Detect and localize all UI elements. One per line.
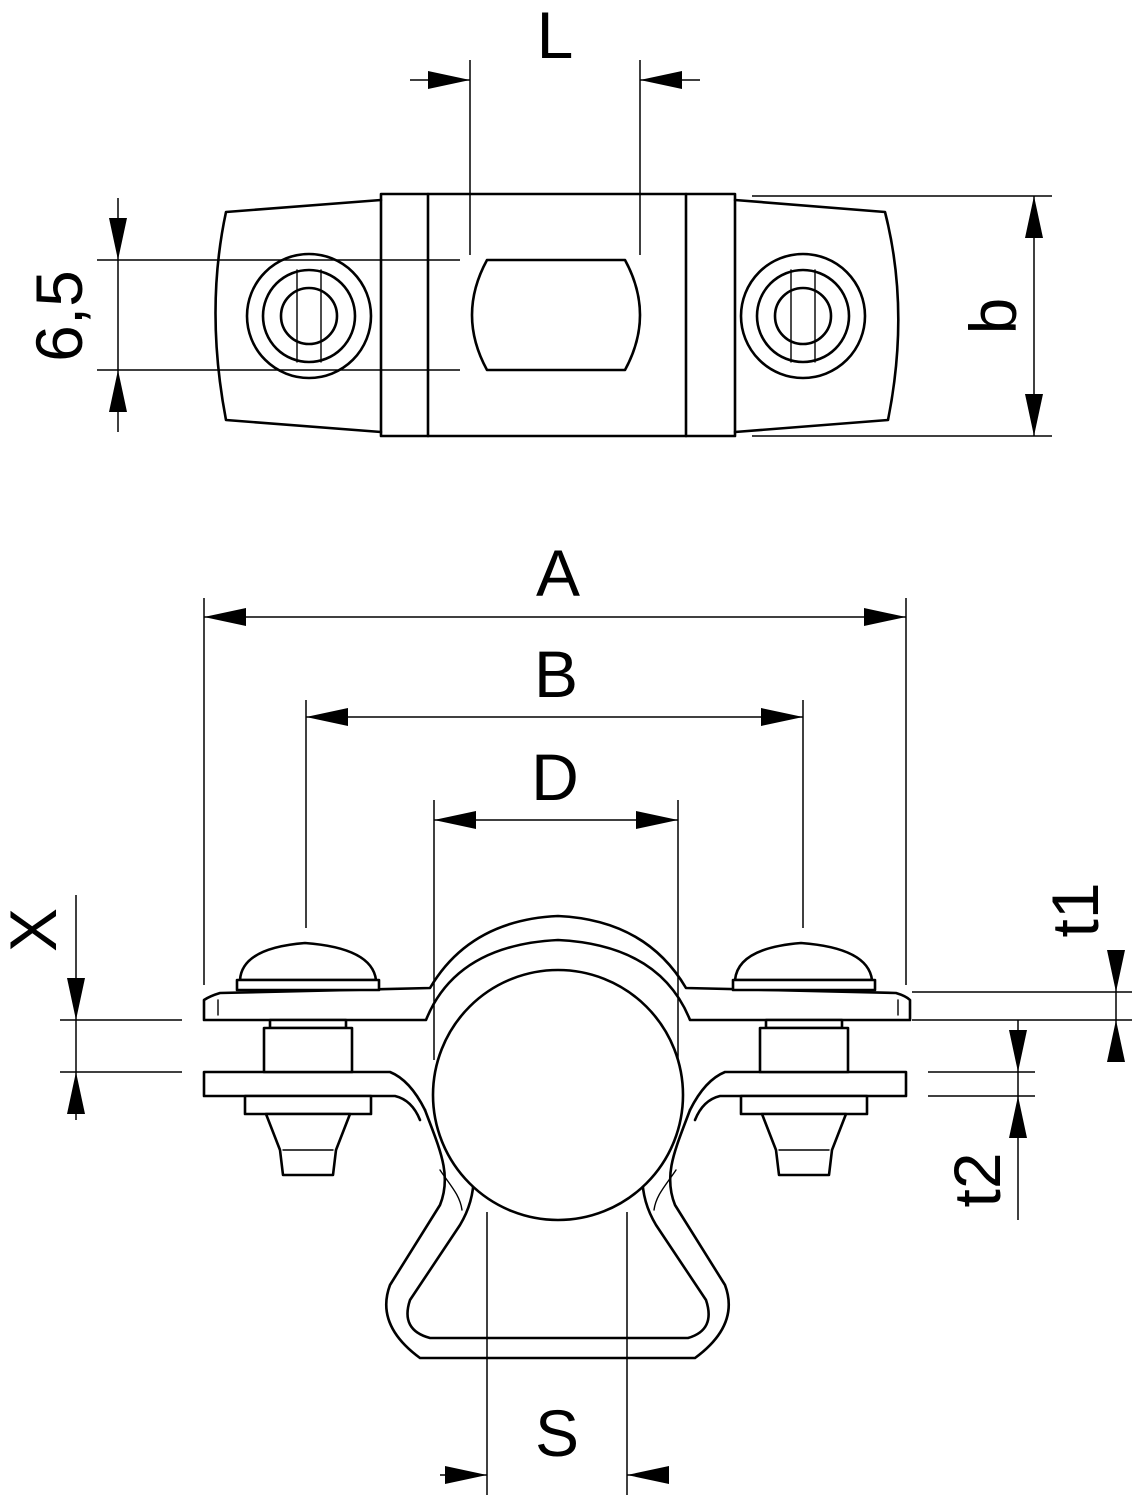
label-b: b xyxy=(956,298,1030,335)
dimension-B: B xyxy=(305,637,804,928)
dimension-t2: t2 xyxy=(928,1020,1035,1220)
label-X: X xyxy=(0,908,70,952)
bracket-loop-outer xyxy=(385,1108,730,1360)
label-t2: t2 xyxy=(940,1152,1014,1207)
dimension-t1: t1 xyxy=(912,882,1132,1062)
label-L: L xyxy=(537,0,574,72)
bracket-loop-inner xyxy=(406,1148,710,1340)
label-B: B xyxy=(534,637,578,711)
top-view: L 6,5 b xyxy=(22,0,1052,438)
dimension-hole-diameter: 6,5 xyxy=(22,198,460,432)
label-t1: t1 xyxy=(1038,882,1112,937)
label-A: A xyxy=(536,536,580,610)
dimension-A: A xyxy=(203,536,907,985)
dimension-D: D xyxy=(433,740,679,1060)
top-slot xyxy=(470,258,642,372)
top-right-wing xyxy=(733,198,900,434)
top-center-band xyxy=(379,192,737,438)
upper-saddle-clamp xyxy=(202,914,912,1022)
dimension-b: b xyxy=(752,195,1052,437)
dimension-S: S xyxy=(440,1212,669,1495)
front-right-screw xyxy=(731,941,877,1177)
dimension-X: X xyxy=(0,895,182,1120)
front-view: A B D X xyxy=(0,536,1132,1495)
label-S: S xyxy=(535,1396,579,1470)
top-right-screw xyxy=(739,252,867,380)
dimension-L: L xyxy=(410,0,700,255)
top-left-screw xyxy=(245,252,373,380)
label-D: D xyxy=(531,740,579,814)
label-hole-diameter: 6,5 xyxy=(22,270,96,362)
front-left-screw xyxy=(235,941,381,1177)
pipe xyxy=(431,968,685,1222)
top-left-wing xyxy=(214,198,383,434)
lower-base-plate xyxy=(202,1070,908,1122)
